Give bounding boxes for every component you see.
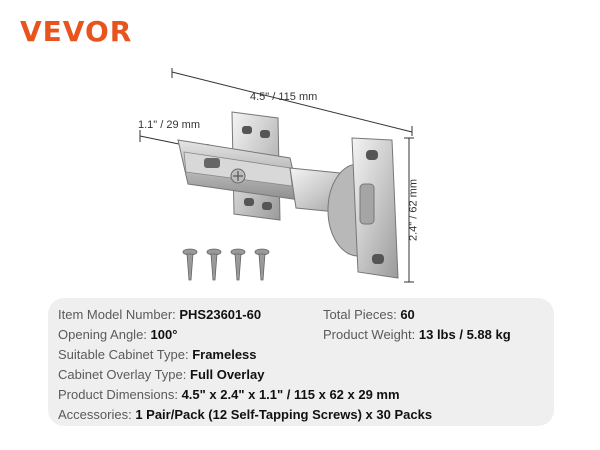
spec-value: Frameless [192, 347, 257, 362]
length-dimension-label: 4.5" / 115 mm [250, 91, 318, 103]
spec-label: Total Pieces: [323, 307, 401, 322]
spec-label: Opening Angle: [58, 327, 151, 342]
hinge-cup [327, 137, 399, 279]
spec-value: 100° [150, 327, 178, 342]
spec-value: PHS23601-60 [179, 307, 262, 322]
spec-label: Suitable Cabinet Type: [58, 347, 193, 362]
spec-total-pieces: Total Pieces: 60 [323, 308, 415, 321]
vevor-logo: VEVOR [20, 15, 133, 48]
height-dimension-label: 2.4" / 62 mm [407, 179, 420, 241]
spec-value: 60 [400, 307, 415, 322]
spec-label: Product Dimensions: [58, 387, 182, 402]
spec-value: 13 lbs / 5.88 kg [418, 327, 511, 342]
hinge-illustration [139, 68, 414, 283]
spec-value: Full Overlay [190, 367, 265, 382]
spec-overlay-type: Cabinet Overlay Type: Full Overlay [58, 368, 264, 381]
spec-cabinet-type: Suitable Cabinet Type: Frameless [58, 348, 257, 361]
spec-label: Cabinet Overlay Type: [58, 367, 190, 382]
spec-label: Product Weight: [323, 327, 419, 342]
spec-product-weight: Product Weight: 13 lbs / 5.88 kg [323, 328, 511, 341]
spec-label: Accessories: [58, 407, 136, 422]
specifications-panel: Item Model Number: PHS23601-60 Total Pie… [48, 298, 554, 426]
spec-label: Item Model Number: [58, 307, 180, 322]
spec-model-number: Item Model Number: PHS23601-60 [58, 308, 261, 321]
spec-value: 1 Pair/Pack (12 Self-Tapping Screws) x 3… [135, 407, 433, 422]
width-dimension-label: 1.1" / 29 mm [138, 119, 200, 131]
spec-opening-angle: Opening Angle: 100° [58, 328, 177, 341]
spec-value: 4.5" x 2.4" x 1.1" / 115 x 62 x 29 mm [181, 387, 400, 402]
spec-accessories: Accessories: 1 Pair/Pack (12 Self-Tappin… [58, 408, 432, 421]
screws [182, 248, 270, 281]
spec-product-dimensions: Product Dimensions: 4.5" x 2.4" x 1.1" /… [58, 388, 400, 401]
